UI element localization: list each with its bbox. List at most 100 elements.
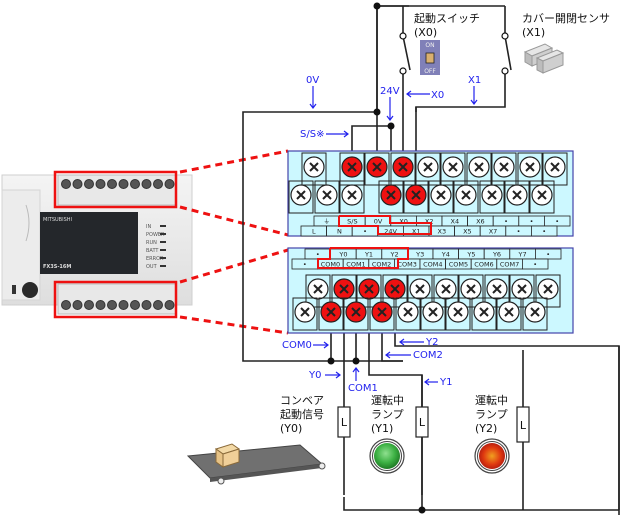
svg-text:•: •: [363, 228, 367, 236]
svg-text:(Y1): (Y1): [371, 422, 393, 435]
output-terminal-selection: [317, 247, 409, 269]
terminal-screw: [314, 180, 340, 214]
svg-text:Y3: Y3: [415, 251, 424, 259]
output-terminal-label: •: [522, 258, 549, 270]
junction-dot: [418, 506, 426, 514]
input-terminal-label: •: [531, 225, 558, 237]
start-switch-device[interactable]: 起動スイッチ (X0) ON OFF: [414, 11, 480, 75]
label-com2: COM2: [413, 350, 443, 361]
input-terminal-label: X5: [454, 225, 481, 237]
svg-text:OUT: OUT: [146, 264, 158, 270]
svg-text:•: •: [504, 218, 508, 226]
run-stop-switch: [12, 285, 16, 294]
input-terminal-selection: [338, 215, 432, 235]
svg-text:ON: ON: [425, 42, 434, 49]
plc-front-panel: [40, 212, 138, 274]
plc-screw: [118, 300, 129, 310]
wired-terminal-screw: [318, 297, 344, 331]
plc-screw: [141, 300, 152, 310]
terminal-screw: [453, 180, 479, 214]
svg-text:ERROR: ERROR: [146, 256, 164, 262]
label-x1: X1: [468, 75, 481, 86]
switch-x0-contact: [402, 35, 411, 71]
plc-connector-port: [22, 282, 38, 298]
svg-text:Y2: Y2: [390, 251, 399, 259]
svg-text:COM1: COM1: [346, 261, 365, 269]
load-y1: L: [415, 406, 429, 438]
input-terminal-label: •: [518, 215, 545, 227]
output-terminal-label: Y6: [483, 248, 511, 260]
svg-text:X5: X5: [463, 228, 472, 236]
svg-text:24V: 24V: [384, 228, 397, 236]
svg-text:0V: 0V: [374, 218, 383, 226]
output-terminal-highlight: [53, 280, 178, 319]
plc-screw: [118, 179, 129, 189]
terminal-screw: [491, 152, 517, 186]
svg-text:ランプ: ランプ: [371, 408, 404, 421]
label-24v: 24V: [380, 86, 400, 97]
output-terminal-label: •: [291, 258, 319, 270]
terminal-screw: [288, 180, 314, 214]
input-terminal-label: X6: [467, 215, 494, 227]
svg-text:•: •: [530, 218, 534, 226]
svg-text:Y7: Y7: [518, 251, 527, 259]
plc-screw: [153, 179, 163, 189]
terminal-screw: [504, 180, 530, 214]
conveyor-device: コンベア 起動信号 (Y0): [186, 394, 326, 485]
red-lamp-icon: [474, 438, 510, 474]
output-terminal-label: COM4: [419, 258, 447, 270]
svg-text:L: L: [520, 419, 527, 432]
signal-labels: 0V 24V X0 X1 S/S※ COM0 Y2 COM2 Y0 COM1 Y…: [282, 75, 481, 394]
label-ss: S/S※: [300, 129, 324, 140]
input-terminal-label: X2: [415, 215, 443, 227]
junction-dot: [373, 2, 381, 10]
svg-text:•: •: [542, 228, 546, 236]
input-terminal-highlight: [53, 170, 178, 209]
terminal-screw: [471, 297, 497, 331]
cover-sensor-device: カバー開閉センサ (X1): [522, 12, 610, 74]
terminal-screw: [522, 297, 548, 331]
svg-text:COM2: COM2: [372, 261, 391, 269]
input-terminal-label: X7: [479, 225, 507, 237]
svg-text:Y5: Y5: [466, 251, 475, 259]
cover-sensor-address: (X1): [522, 26, 545, 39]
label-com0: COM0: [282, 340, 312, 351]
terminal-screw: [407, 274, 433, 308]
plc-screw: [95, 179, 106, 189]
svg-text:S/S: S/S: [347, 218, 357, 226]
svg-text:L: L: [341, 416, 348, 429]
plc-screw: [61, 300, 71, 310]
input-terminal-label: ⏚: [313, 215, 341, 227]
wired-terminal-screw: [356, 274, 382, 308]
input-terminal-label: •: [505, 225, 532, 237]
svg-text:Y6: Y6: [492, 251, 501, 259]
terminal-screw: [301, 152, 327, 186]
output-terminal-label: •: [535, 248, 562, 260]
svg-text:COM6: COM6: [474, 261, 493, 269]
svg-text:(Y0): (Y0): [280, 422, 302, 435]
plc-screw: [61, 179, 71, 189]
svg-text:X4: X4: [451, 218, 460, 226]
svg-text:コンベア: コンベア: [280, 394, 324, 407]
plc-screw: [72, 179, 83, 189]
svg-text:•: •: [546, 251, 550, 259]
svg-text:•: •: [303, 261, 307, 269]
junction-dot: [387, 122, 395, 130]
magnetic-sensor-icon: [523, 43, 565, 74]
plc-screw: [130, 300, 140, 310]
svg-text:COM4: COM4: [423, 261, 442, 269]
cover-sensor-label: カバー開閉センサ: [522, 12, 610, 25]
wired-terminal-screw: [403, 180, 429, 214]
output-terminal-label: Y3: [406, 248, 434, 260]
svg-text:Y1: Y1: [364, 251, 373, 259]
plc-status-leds: IN POWER RUN BATT ERROR OUT: [146, 224, 166, 270]
output-terminal-label: Y4: [432, 248, 460, 260]
svg-text:L: L: [419, 416, 426, 429]
svg-text:(Y2): (Y2): [475, 422, 497, 435]
red-lamp-device: 運転中 ランプ (Y2): [474, 394, 510, 474]
output-terminal-label: Y2: [381, 248, 408, 260]
svg-text:X0: X0: [399, 218, 408, 226]
plc-screw: [164, 179, 175, 189]
